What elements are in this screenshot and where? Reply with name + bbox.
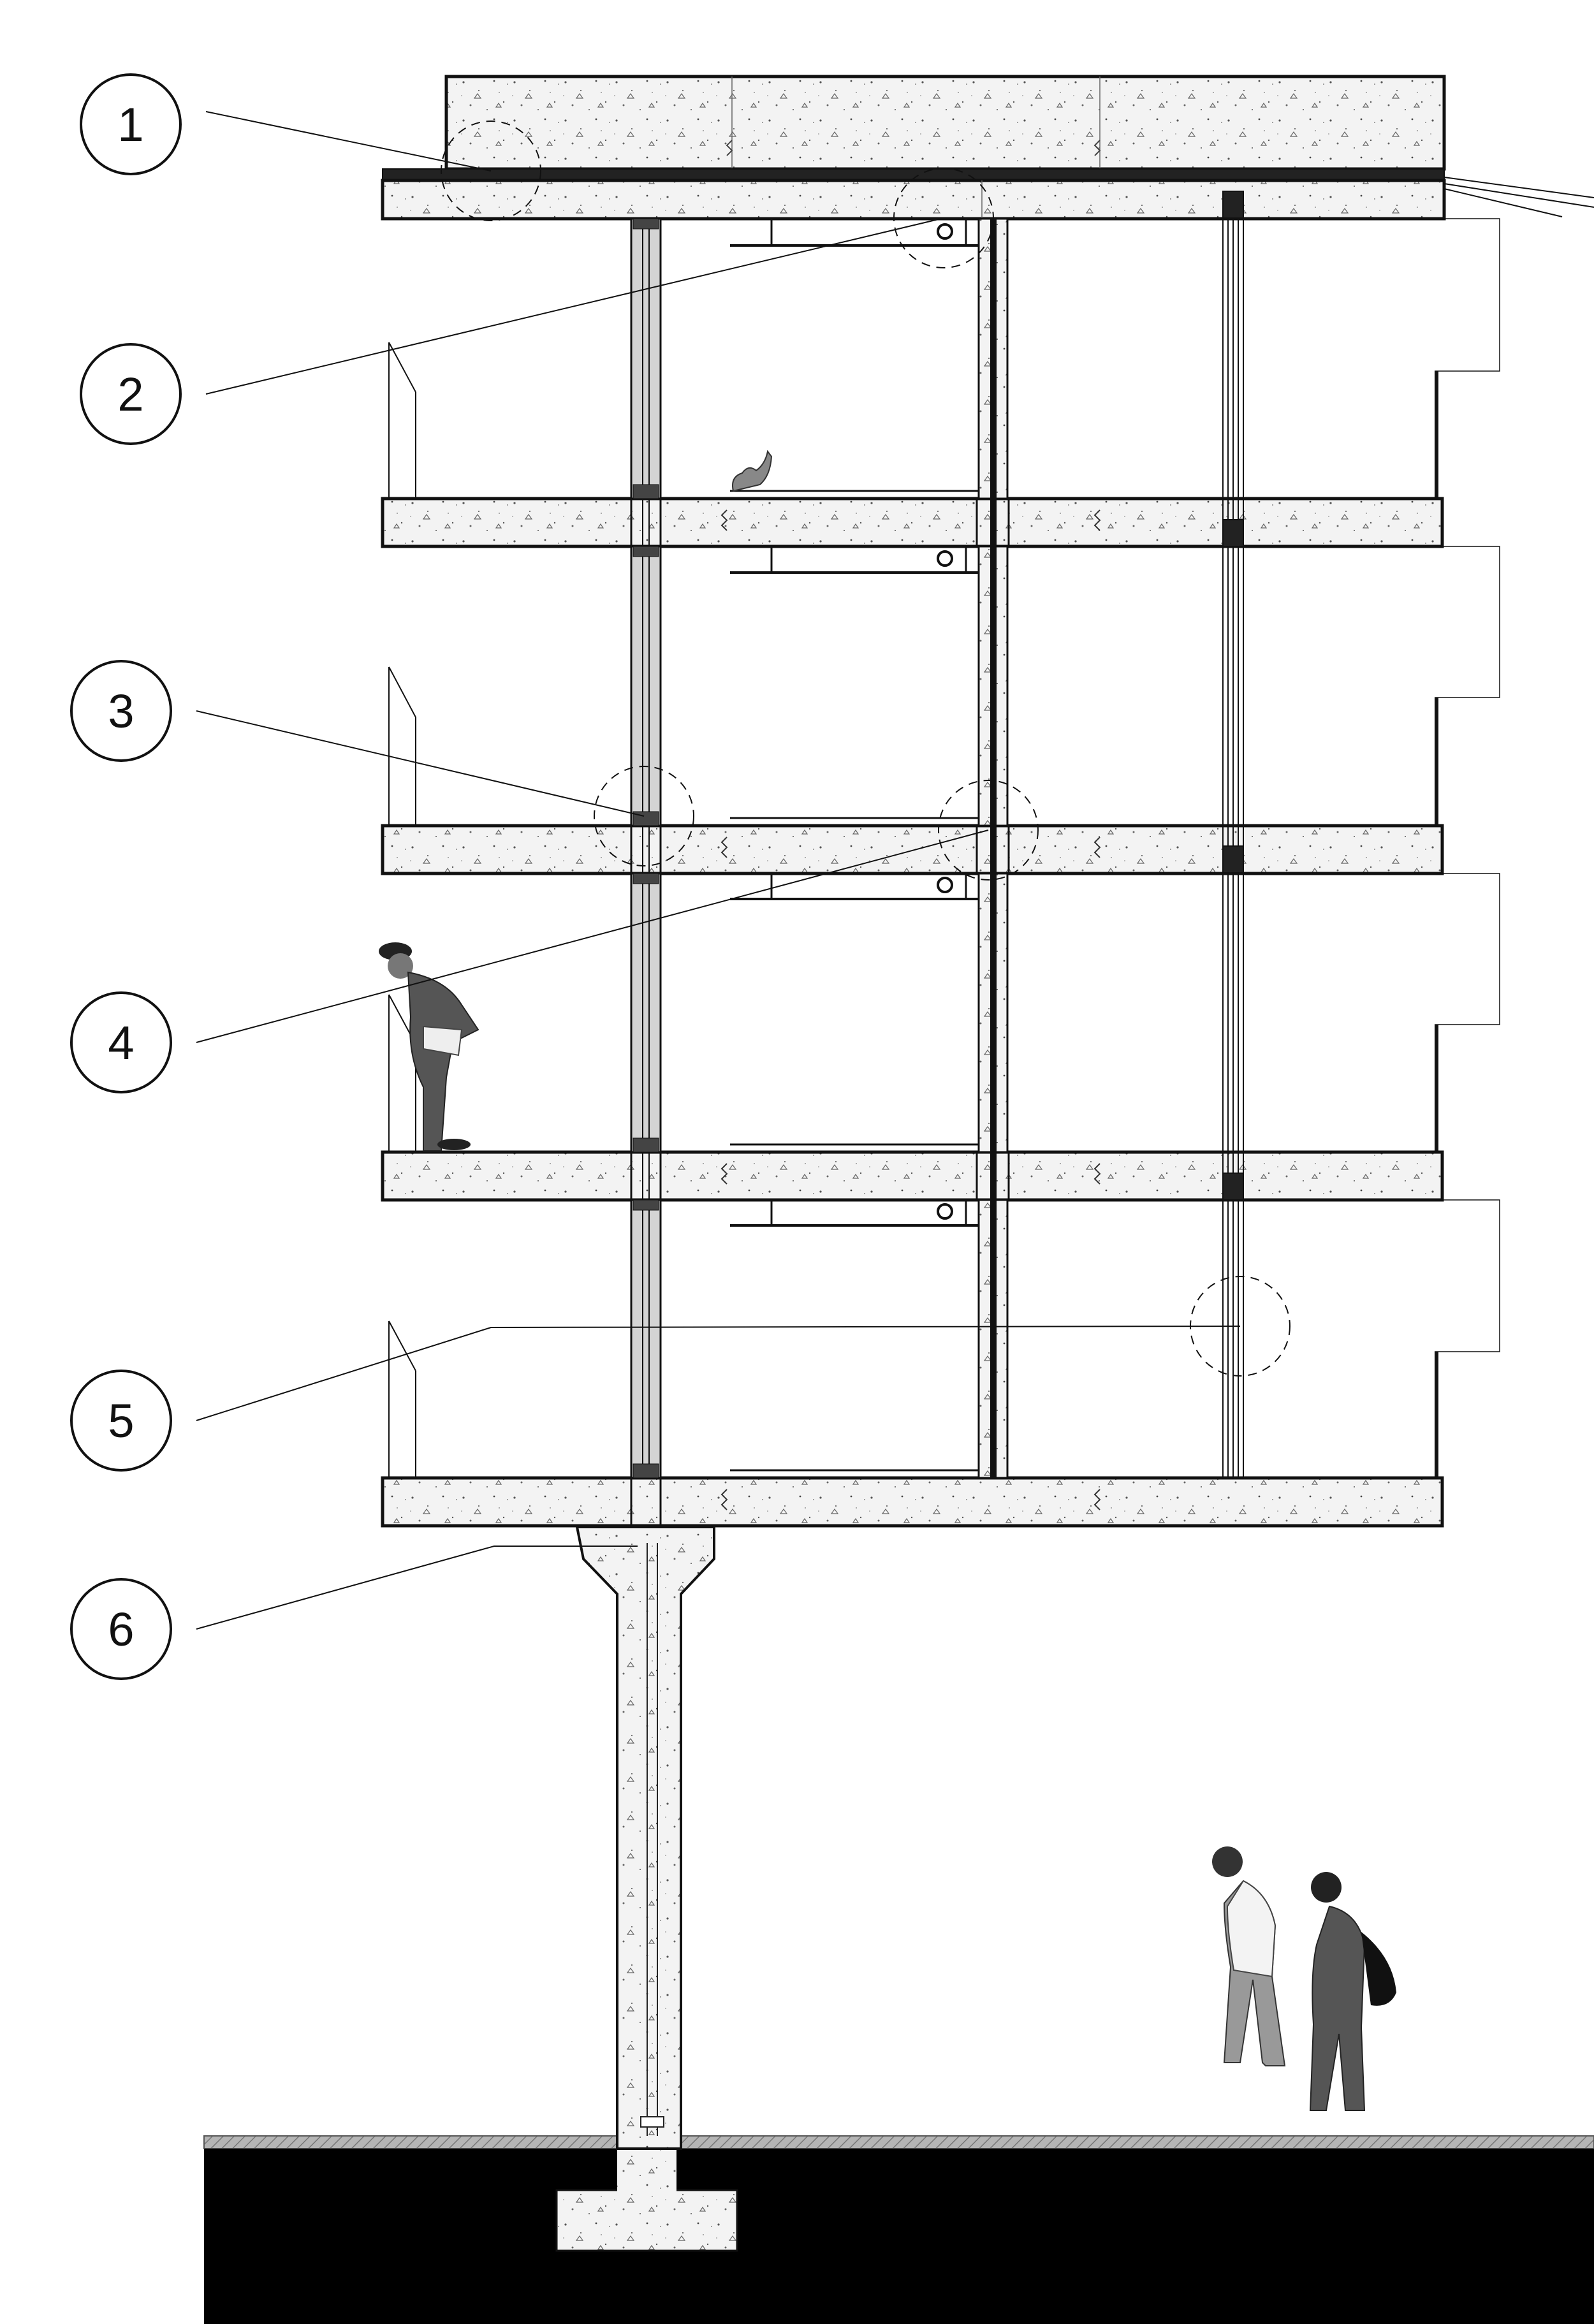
callout-4-circle (70, 991, 172, 1093)
callout-4-label: 4 (108, 1016, 134, 1069)
ceiling-panels (730, 219, 979, 1472)
callout-3-circle (70, 660, 172, 762)
callout-1-circle (80, 73, 182, 175)
people-ground (1212, 1846, 1396, 2111)
ground (203, 2135, 1594, 2324)
cat-figure (732, 449, 773, 492)
callout-2-circle (80, 343, 182, 445)
callout-5-circle (70, 1370, 172, 1472)
detail-circle-1 (441, 121, 541, 221)
sunshades (1435, 218, 1500, 1478)
callouts: 1 2 3 4 5 6 (70, 73, 182, 1680)
callout-6-label: 6 (108, 1603, 134, 1656)
column (575, 1484, 715, 2150)
steel-column (1222, 191, 1244, 1478)
floor-slabs (381, 497, 1444, 1528)
detail-circle-3 (594, 766, 694, 866)
detail-circle-4 (938, 780, 1039, 881)
inner-wall (977, 217, 1009, 1479)
leader-line-6 (196, 1546, 638, 1630)
glass-facade (630, 217, 662, 1479)
leader-line-2 (205, 217, 944, 395)
detail-circles (441, 121, 1291, 1377)
roof (381, 75, 1594, 221)
person-leaning (379, 942, 479, 1151)
callout-1-label: 1 (117, 98, 143, 151)
detail-circle-2 (893, 168, 994, 268)
callout-6-circle (70, 1578, 172, 1680)
leader-line-1 (205, 111, 492, 172)
leader-line-4 (196, 829, 989, 1043)
leader-line-5 (196, 1326, 1241, 1421)
balcony-railings (388, 342, 416, 1477)
leader-line-3 (196, 710, 645, 817)
leader-lines (196, 111, 1241, 1630)
callout-5-label: 5 (108, 1394, 134, 1447)
callout-3-label: 3 (108, 685, 134, 738)
detail-circle-5 (1190, 1276, 1291, 1377)
callout-2-label: 2 (117, 368, 143, 421)
